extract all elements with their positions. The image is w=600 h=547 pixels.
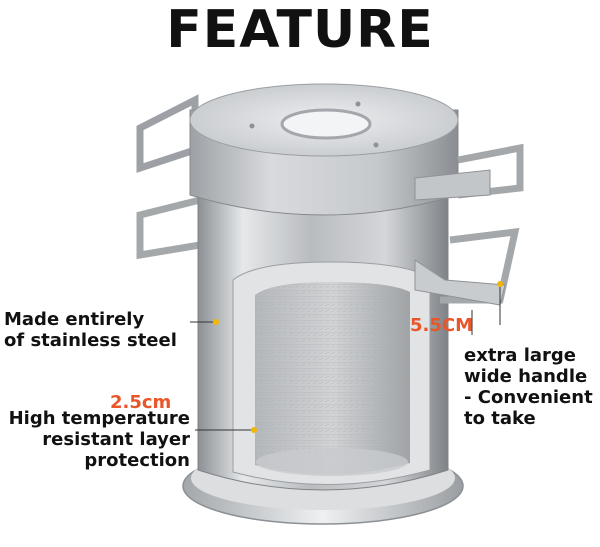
left-handle-upper xyxy=(136,94,199,173)
handle-label-line3: - Convenient xyxy=(464,387,593,408)
left-handle-lower xyxy=(136,196,201,260)
page-title: FEATURE xyxy=(166,0,434,60)
layer-label-line3: protection xyxy=(84,450,190,471)
handle-label-line2: wide handle xyxy=(464,366,588,387)
marker-layer xyxy=(251,427,257,433)
layer-label: High temperature resistant layer protect… xyxy=(0,408,190,471)
handle-label: extra large wide handle - Convenient to … xyxy=(464,345,598,429)
marker-steel xyxy=(213,319,219,325)
handle-label-line4: to take xyxy=(464,408,536,429)
right-handle-lower xyxy=(414,227,520,306)
layer-label-line1: High temperature xyxy=(8,408,190,429)
steel-label-line1: Made entirely xyxy=(4,309,145,330)
steel-label: Made entirely of stainless steel xyxy=(4,309,186,351)
handle-width-measure: 5.5CM xyxy=(410,315,474,336)
lid-hole xyxy=(280,108,372,140)
right-handle-upper xyxy=(414,143,524,201)
wall-thickness-measure: 2.5cm xyxy=(110,392,172,413)
layer-label-line2: resistant layer xyxy=(42,429,190,450)
handle-label-line1: extra large xyxy=(464,345,576,366)
marker-handle xyxy=(497,281,503,287)
steel-label-line2: of stainless steel xyxy=(4,330,177,351)
